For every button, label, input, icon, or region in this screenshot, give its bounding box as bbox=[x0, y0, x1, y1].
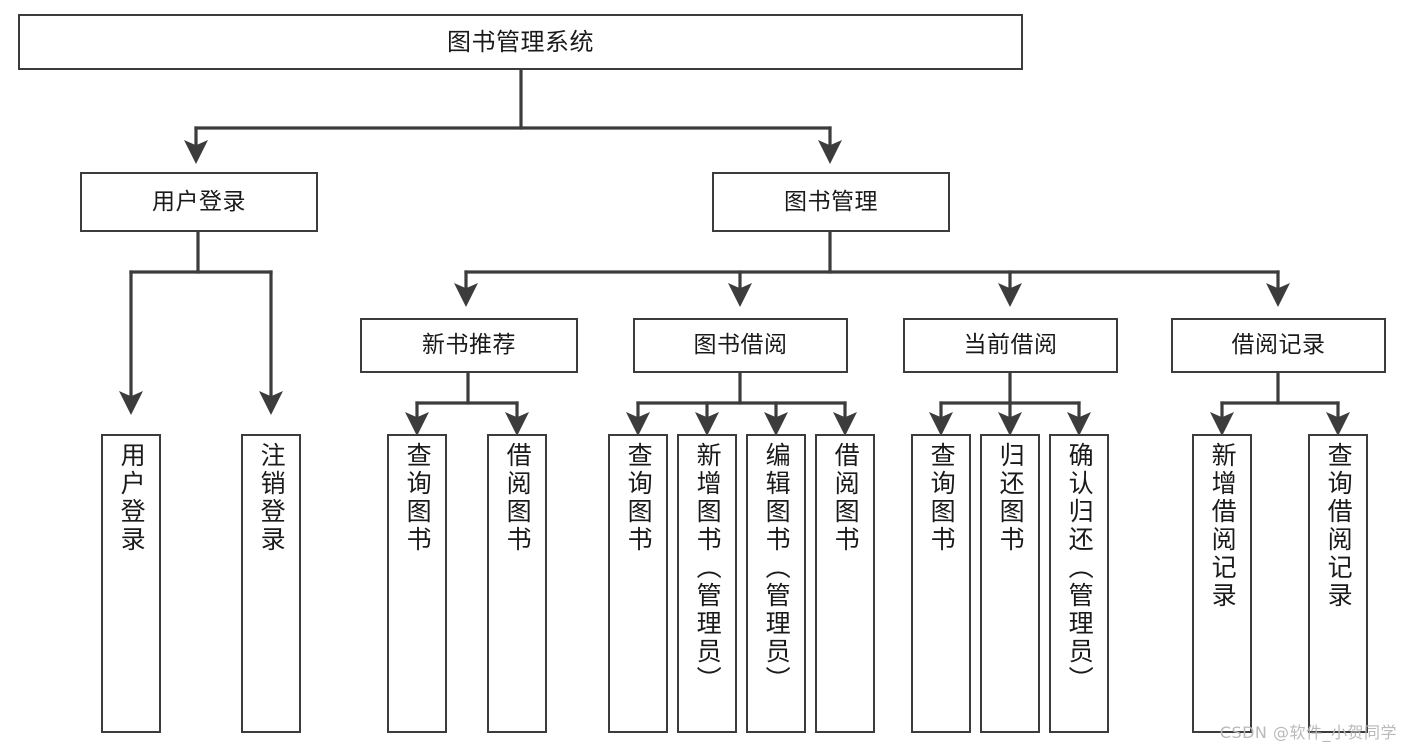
node-user-login-label: 用户登录 bbox=[152, 188, 246, 215]
leaf-user-login[interactable]: 用户登录 bbox=[101, 434, 161, 733]
leaf-query-book-2[interactable]: 查询图书 bbox=[608, 434, 668, 733]
leaf-borrow-book-1[interactable]: 借阅图书 bbox=[487, 434, 547, 733]
node-book-borrow-label: 图书借阅 bbox=[693, 332, 788, 359]
node-current-borrow-label: 当前借阅 bbox=[963, 332, 1058, 359]
node-new-book-recommend[interactable]: 新书推荐 bbox=[360, 318, 578, 373]
leaf-query-record[interactable]: 查询借阅记录 bbox=[1308, 434, 1368, 733]
leaf-confirm-return[interactable]: 确认归还（管理员） bbox=[1049, 434, 1109, 733]
leaf-borrow-book-2-label: 借阅图书 bbox=[831, 442, 861, 554]
node-root[interactable]: 图书管理系统 bbox=[18, 14, 1023, 70]
leaf-query-record-label: 查询借阅记录 bbox=[1324, 442, 1354, 610]
leaf-borrow-book-1-label: 借阅图书 bbox=[503, 442, 533, 554]
leaf-borrow-book-2[interactable]: 借阅图书 bbox=[815, 434, 875, 733]
node-current-borrow[interactable]: 当前借阅 bbox=[903, 318, 1118, 373]
node-book-borrow[interactable]: 图书借阅 bbox=[633, 318, 848, 373]
leaf-edit-book[interactable]: 编辑图书（管理员） bbox=[746, 434, 806, 733]
node-root-label: 图书管理系统 bbox=[447, 28, 594, 56]
leaf-return-book-label: 归还图书 bbox=[996, 442, 1026, 554]
leaf-add-book-label: 新增图书（管理员） bbox=[693, 442, 723, 694]
leaf-query-book-1-label: 查询图书 bbox=[403, 442, 433, 554]
leaf-return-book[interactable]: 归还图书 bbox=[980, 434, 1040, 733]
node-new-book-recommend-label: 新书推荐 bbox=[422, 332, 516, 359]
leaf-add-book[interactable]: 新增图书（管理员） bbox=[677, 434, 737, 733]
leaf-query-book-2-label: 查询图书 bbox=[624, 442, 654, 554]
node-borrow-record[interactable]: 借阅记录 bbox=[1171, 318, 1386, 373]
leaf-add-record[interactable]: 新增借阅记录 bbox=[1192, 434, 1252, 733]
leaf-edit-book-label: 编辑图书（管理员） bbox=[762, 442, 792, 694]
leaf-query-book-3-label: 查询图书 bbox=[927, 442, 957, 554]
leaf-query-book-1[interactable]: 查询图书 bbox=[387, 434, 447, 733]
leaf-confirm-return-label: 确认归还（管理员） bbox=[1065, 442, 1095, 694]
node-book-manage-label: 图书管理 bbox=[784, 188, 878, 215]
leaf-add-record-label: 新增借阅记录 bbox=[1208, 442, 1238, 610]
leaf-query-book-3[interactable]: 查询图书 bbox=[911, 434, 971, 733]
watermark-text: CSDN @软件_小贺同学 bbox=[1219, 723, 1397, 742]
leaf-logout[interactable]: 注销登录 bbox=[241, 434, 301, 733]
node-book-manage[interactable]: 图书管理 bbox=[712, 172, 950, 232]
node-borrow-record-label: 借阅记录 bbox=[1231, 332, 1326, 359]
node-user-login[interactable]: 用户登录 bbox=[80, 172, 318, 232]
leaf-logout-label: 注销登录 bbox=[257, 442, 287, 554]
leaf-user-login-label: 用户登录 bbox=[117, 442, 147, 554]
